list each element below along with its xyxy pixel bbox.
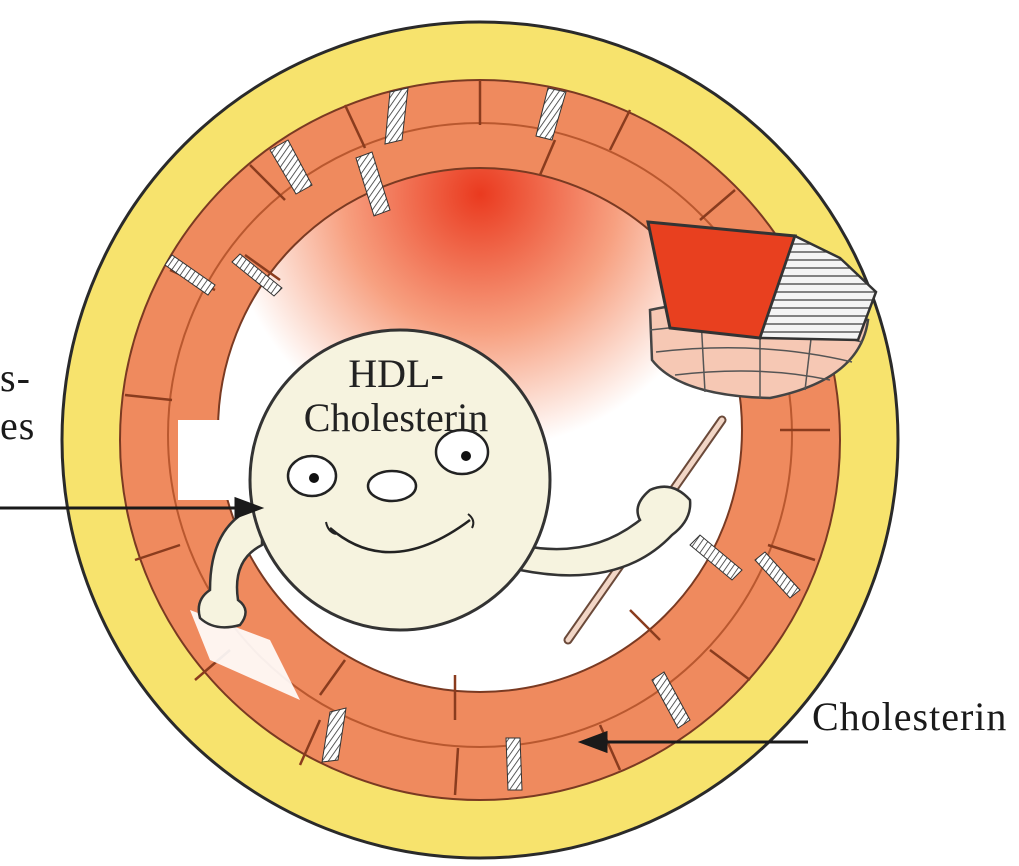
left-label-fragment-1: s- xyxy=(0,356,31,400)
hdl-label-line1: HDL- xyxy=(296,352,496,396)
left-label-fragment-2: es xyxy=(0,404,35,448)
nose xyxy=(368,471,416,501)
lumen-gap-left xyxy=(178,420,250,500)
cholesterin-label: Cholesterin xyxy=(812,695,1007,739)
hdl-label-line2: Cholesterin xyxy=(296,396,496,440)
hdl-character-label: HDL- Cholesterin xyxy=(296,352,496,440)
